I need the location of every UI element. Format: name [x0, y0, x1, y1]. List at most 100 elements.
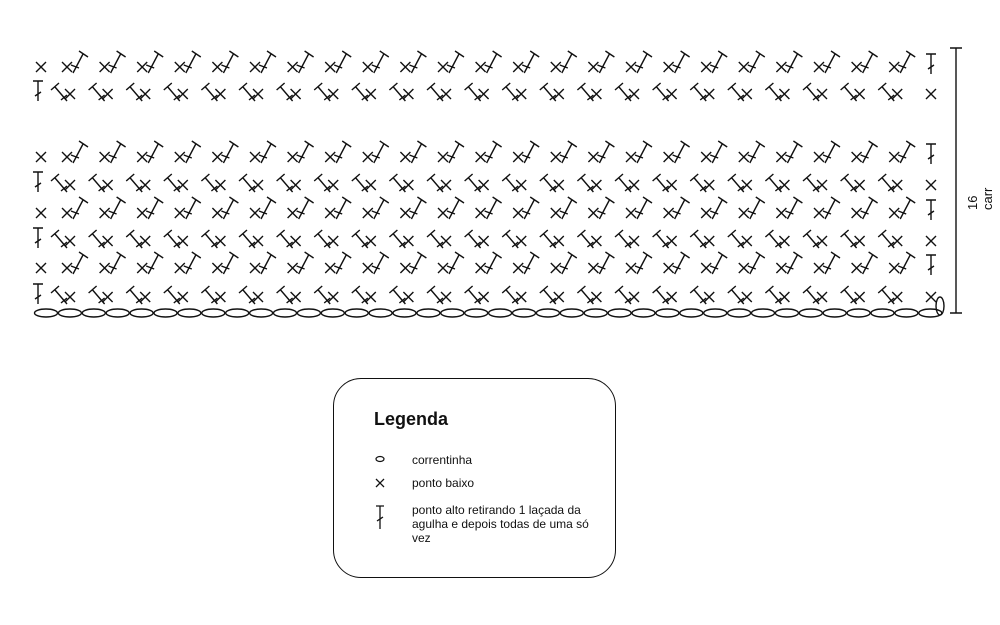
- x-stitch: [587, 61, 599, 73]
- x-stitch: [139, 179, 151, 191]
- x-stitch: [437, 262, 449, 274]
- x-stitch: [402, 291, 414, 303]
- dc-stitch-slanted: [672, 140, 690, 164]
- x-stitch: [550, 61, 562, 73]
- x-stitch: [478, 179, 490, 191]
- dc-stitch-slanted: [313, 229, 331, 249]
- x-stitch: [211, 61, 223, 73]
- dc-stitch-slanted: [145, 251, 164, 275]
- x-stitch: [174, 151, 186, 163]
- x-stitch: [365, 235, 377, 247]
- x-stitch: [61, 262, 73, 274]
- dc-stitch-slanted: [597, 50, 615, 74]
- x-stitch: [252, 179, 264, 191]
- dc-stitch-slanted: [464, 229, 482, 249]
- dc-stitch-slanted: [652, 173, 670, 193]
- x-stitch: [35, 151, 47, 163]
- x-stitch: [362, 262, 374, 274]
- x-stitch: [139, 88, 151, 100]
- dc-stitch-slanted: [409, 140, 427, 164]
- x-stitch: [290, 235, 302, 247]
- dc-stitch-slanted: [634, 251, 653, 275]
- x-stitch: [778, 235, 790, 247]
- dc-stitch-slanted: [897, 196, 916, 220]
- dc-stitch-slanted: [484, 251, 502, 275]
- dc-stitch-slanted: [183, 251, 202, 275]
- dc-stitch-slanted: [860, 196, 878, 220]
- x-stitch: [102, 179, 114, 191]
- dc-stitch-slanted: [163, 229, 181, 249]
- x-stitch: [327, 88, 339, 100]
- x-stitch: [99, 207, 111, 219]
- x-stitch: [249, 262, 261, 274]
- x-stitch: [61, 207, 73, 219]
- x-icon: [374, 476, 412, 491]
- x-stitch: [214, 88, 226, 100]
- dc-stitch-slanted: [145, 140, 164, 164]
- x-stitch: [891, 235, 903, 247]
- x-stitch: [61, 151, 73, 163]
- dc-stitch: [926, 143, 936, 164]
- x-stitch: [854, 291, 866, 303]
- dc-stitch-slanted: [276, 173, 294, 193]
- legend-label: correntinha: [412, 453, 473, 467]
- x-stitch: [324, 151, 336, 163]
- chain-oval: [631, 308, 656, 318]
- x-stitch: [700, 61, 712, 73]
- dc-stitch-slanted: [388, 173, 406, 193]
- dc-stitch-slanted: [183, 140, 202, 164]
- x-stitch: [553, 291, 565, 303]
- dc-stitch-slanted: [802, 285, 820, 305]
- dc-stitch-slanted: [860, 251, 878, 275]
- x-stitch: [287, 61, 299, 73]
- x-stitch: [666, 88, 678, 100]
- x-stitch: [252, 88, 264, 100]
- dc-stitch-slanted: [802, 82, 820, 102]
- dc-stitch-slanted: [221, 140, 239, 164]
- x-stitch: [515, 291, 527, 303]
- x-stitch: [475, 207, 487, 219]
- x-stitch: [287, 262, 299, 274]
- x-stitch: [211, 207, 223, 219]
- dc-stitch-slanted: [634, 196, 653, 220]
- dc-stitch-slanted: [238, 229, 256, 249]
- dc-stitch-slanted: [576, 82, 594, 102]
- x-stitch: [402, 235, 414, 247]
- dc-stitch-slanted: [576, 173, 594, 193]
- x-stitch: [778, 291, 790, 303]
- chain-oval: [129, 308, 154, 318]
- x-stitch: [741, 235, 753, 247]
- chain-oval: [679, 308, 704, 318]
- x-stitch: [478, 291, 490, 303]
- x-stitch: [290, 179, 302, 191]
- dc-stitch: [33, 283, 43, 304]
- dc-stitch-slanted: [652, 229, 670, 249]
- chain-oval: [750, 308, 776, 318]
- legend-title: Legenda: [374, 409, 449, 429]
- dc-stitch-slanted: [822, 140, 841, 164]
- x-stitch: [851, 151, 863, 163]
- x-stitch: [813, 151, 825, 163]
- dc-stitch-slanted: [614, 229, 632, 249]
- x-stitch: [587, 262, 599, 274]
- x-stitch: [139, 235, 151, 247]
- dc-stitch-slanted: [238, 82, 256, 102]
- x-stitch: [738, 207, 750, 219]
- x-stitch: [214, 235, 226, 247]
- x-stitch: [738, 262, 750, 274]
- x-stitch: [102, 291, 114, 303]
- dc-stitch-slanted: [163, 82, 181, 102]
- dc-stitch-slanted: [539, 285, 557, 305]
- x-stitch: [211, 262, 223, 274]
- dc-stitch-slanted: [88, 173, 106, 193]
- x-stitch: [64, 291, 76, 303]
- x-stitch: [813, 61, 825, 73]
- dc-stitch-slanted: [689, 173, 707, 193]
- dc-stitch-slanted: [709, 196, 728, 220]
- dc-stitch-slanted: [689, 285, 707, 305]
- x-stitch: [550, 207, 562, 219]
- x-stitch: [851, 61, 863, 73]
- x-stitch: [625, 262, 637, 274]
- x-stitch: [136, 262, 148, 274]
- x-stitch: [440, 235, 452, 247]
